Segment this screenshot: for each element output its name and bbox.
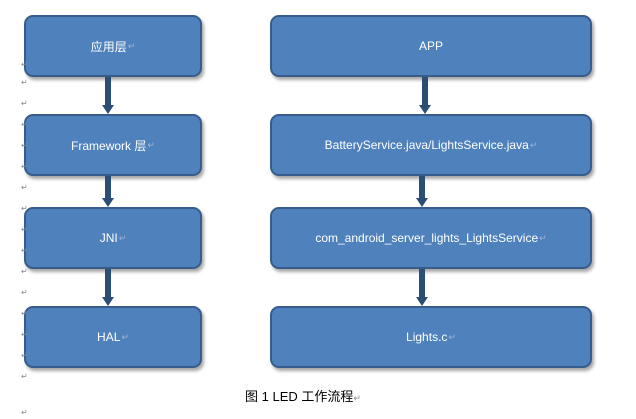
- paragraph-mark: ↵: [21, 204, 28, 213]
- paragraph-mark: ↵: [353, 393, 361, 403]
- paragraph-mark: ↵: [147, 139, 155, 150]
- arrow-app-to-framework: [102, 77, 114, 114]
- box-jni-impl: com_android_server_lights_LightsService↵: [270, 207, 592, 269]
- paragraph-mark: ↵: [21, 120, 28, 129]
- paragraph-mark: ↵: [127, 40, 136, 51]
- paragraph-mark: ↵: [21, 408, 28, 417]
- box-app: APP: [270, 15, 592, 77]
- box-app-layer-label: 应用层: [90, 39, 127, 54]
- arrow-jni-to-hal: [102, 269, 114, 306]
- paragraph-mark: ↵: [529, 139, 538, 150]
- box-lights-c-label: Lights.c: [406, 330, 448, 344]
- paragraph-mark: ↵: [21, 288, 28, 297]
- box-app-layer: 应用层↵: [24, 15, 202, 77]
- paragraph-mark: ↵: [21, 141, 28, 150]
- box-jni: JNI↵: [24, 207, 202, 269]
- paragraph-mark: ↵: [21, 309, 28, 318]
- paragraph-mark: ↵: [21, 78, 28, 87]
- paragraph-mark: ↵: [21, 183, 28, 192]
- box-services: BatteryService.java/LightsService.java↵: [270, 114, 592, 176]
- arrow-services-to-jni-impl: [416, 176, 428, 207]
- arrow-framework-to-jni: [102, 176, 114, 207]
- box-hal-label: HAL: [97, 330, 121, 344]
- paragraph-mark: ↵: [21, 267, 28, 276]
- box-framework-layer-label: Framework 层: [71, 138, 147, 153]
- arrow-jni-impl-to-lights-c: [416, 269, 428, 306]
- box-app-label: APP: [418, 39, 443, 53]
- figure-caption: 图 1 LED 工作流程↵: [0, 386, 606, 405]
- box-jni-label: JNI: [99, 231, 118, 245]
- arrow-app-to-services: [419, 77, 431, 114]
- box-hal: HAL↵: [24, 306, 202, 368]
- paragraph-mark: ↵: [21, 162, 28, 171]
- paragraph-mark: ↵: [21, 351, 28, 360]
- box-lights-c: Lights.c↵: [270, 306, 592, 368]
- paragraph-mark: ↵: [21, 60, 28, 69]
- box-framework-layer: Framework 层↵: [24, 114, 202, 176]
- paragraph-mark: ↵: [448, 331, 456, 342]
- paragraph-mark: ↵: [539, 232, 547, 243]
- paragraph-mark: ↵: [118, 232, 127, 243]
- paragraph-mark: ↵: [21, 99, 28, 108]
- figure-caption-text: 图 1 LED 工作流程: [245, 389, 354, 404]
- box-services-label: BatteryService.java/LightsService.java: [324, 138, 529, 152]
- paragraph-mark: ↵: [121, 331, 129, 342]
- paragraph-mark: ↵: [21, 372, 28, 381]
- paragraph-mark: ↵: [21, 225, 28, 234]
- paragraph-mark: ↵: [21, 330, 28, 339]
- box-jni-impl-label: com_android_server_lights_LightsService: [315, 231, 539, 245]
- paragraph-mark: ↵: [21, 246, 28, 255]
